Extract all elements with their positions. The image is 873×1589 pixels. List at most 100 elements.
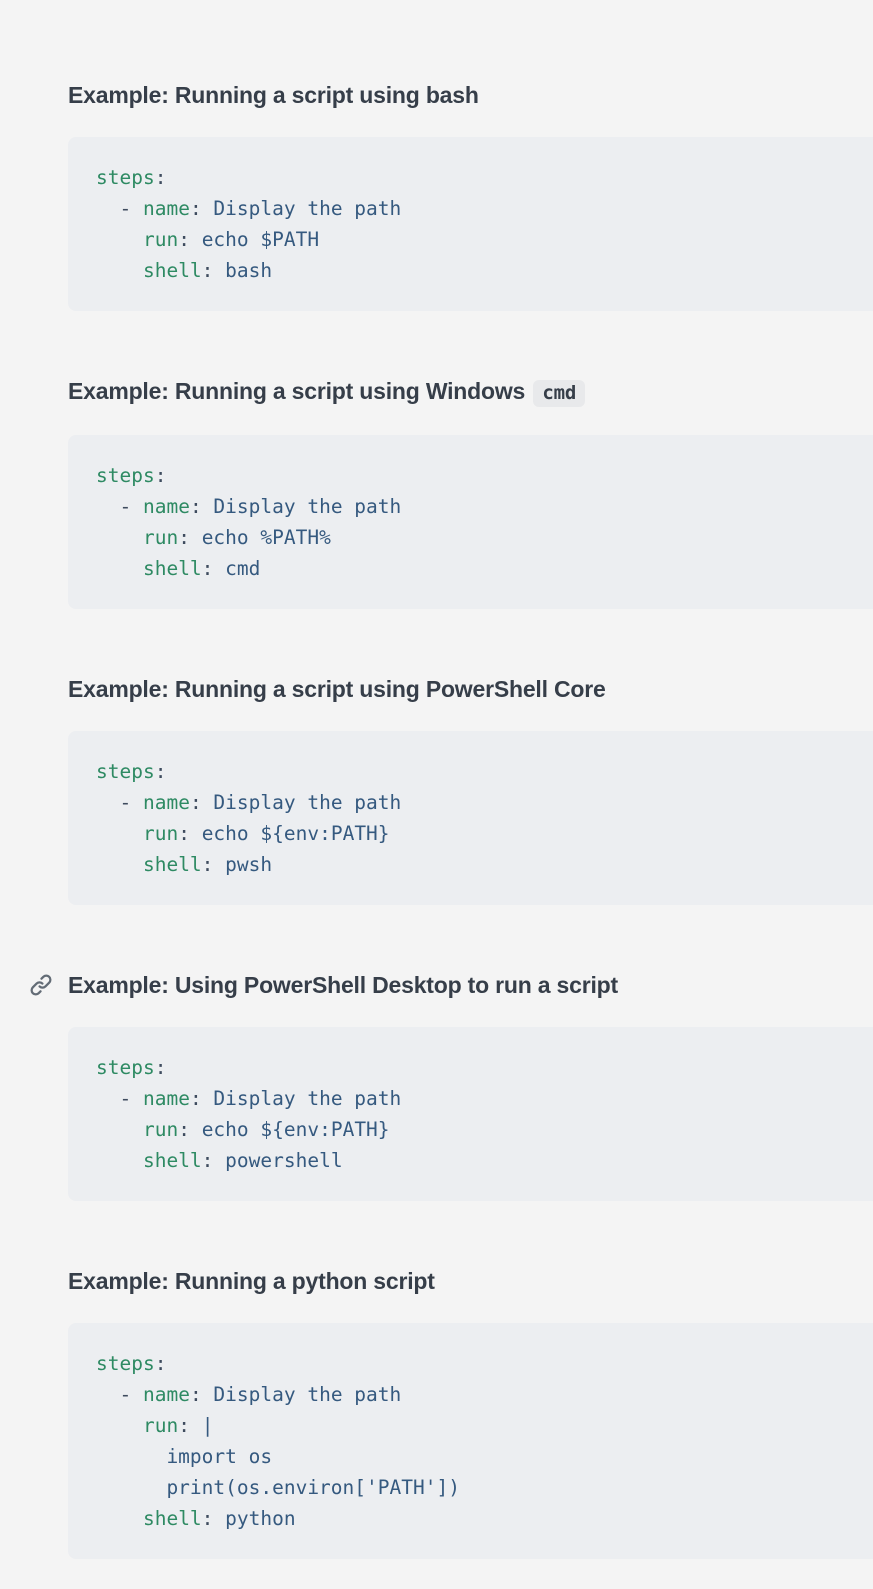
code-token: steps [96,464,155,487]
code-token: name [142,1087,190,1110]
code-token: : [189,1087,202,1110]
example-section: Example: Using PowerShell Desktop to run… [30,971,873,1201]
code-token: steps [96,166,155,189]
yaml-code-block: steps: - name: Display the path run: ech… [68,435,873,609]
inline-code: cmd [533,380,586,407]
code-token: echo $PATH [189,228,320,251]
yaml-code: steps: - name: Display the path run: ech… [96,464,401,580]
yaml-code-block: steps: - name: Display the path run: | i… [68,1323,873,1559]
example-section: Example: Running a python script steps: … [68,1267,873,1559]
code-line: steps: [96,464,166,487]
code-token: : [154,1352,167,1375]
section-heading-text: Example: Running a script using PowerShe… [68,676,606,702]
code-token: Display the path [201,1383,402,1406]
code-token: : [178,1118,190,1141]
code-token: Display the path [201,791,402,814]
code-line: run: | [96,1414,213,1437]
section-heading-text: Example: Running a script using bash [68,82,479,108]
section-heading-text: Example: Running a script using Windows … [68,378,586,407]
link-icon[interactable] [29,973,53,997]
code-token: Display the path [201,197,402,220]
section-heading-text: Example: Running a python script [68,1268,435,1294]
yaml-code: steps: - name: Display the path run: ech… [96,166,401,282]
code-token: run [142,1414,179,1437]
code-token [96,1414,143,1437]
code-token: : [189,495,202,518]
heading-text-run: Example: Running a script using bash [68,82,479,108]
code-line: - name: Display the path [96,791,401,814]
heading-text-run: Example: Running a script using Windows [68,378,532,404]
code-token: shell [142,853,202,876]
code-token [96,853,143,876]
code-token: bash [213,259,273,282]
code-token: : [201,1149,214,1172]
code-token: cmd [213,557,261,580]
code-line: import os [96,1445,272,1468]
code-token: - [96,791,143,814]
section-heading: Example: Running a script using Windows … [68,377,873,407]
code-line: run: echo ${env:PATH} [96,822,390,845]
code-line: run: echo ${env:PATH} [96,1118,390,1141]
code-token: : [154,1056,167,1079]
code-token: run [142,822,179,845]
yaml-code: steps: - name: Display the path run: ech… [96,1056,401,1172]
code-token: name [142,495,190,518]
code-token: echo %PATH% [189,526,331,549]
code-token: steps [96,760,155,783]
code-token: print(os.environ['PATH']) [96,1476,460,1499]
section-heading: Example: Running a script using PowerShe… [68,675,873,703]
code-line: steps: [96,166,166,189]
code-token: Display the path [201,1087,402,1110]
yaml-code-block: steps: - name: Display the path run: ech… [68,1027,873,1201]
code-token: name [142,197,190,220]
code-token: steps [96,1056,155,1079]
code-token: : [154,166,167,189]
code-token: - [96,197,143,220]
code-token [96,228,143,251]
code-token: : [201,557,214,580]
code-line: - name: Display the path [96,495,401,518]
code-token: run [142,1118,179,1141]
code-token: shell [142,1149,202,1172]
code-token: echo ${env:PATH} [189,1118,390,1141]
code-token: import os [96,1445,273,1468]
code-token: Display the path [201,495,402,518]
code-line: steps: [96,760,166,783]
code-token: shell [142,1507,202,1530]
code-token: - [96,495,143,518]
code-token [96,557,143,580]
code-line: steps: [96,1056,166,1079]
code-line: shell: pwsh [96,853,272,876]
code-token [96,822,143,845]
code-token: : [189,197,202,220]
code-token: : [201,1507,214,1530]
heading-text-run: Example: Running a script using PowerShe… [68,676,606,702]
code-token: : [178,822,190,845]
code-token: - [96,1383,143,1406]
code-token: - [96,1087,143,1110]
section-heading-text: Example: Using PowerShell Desktop to run… [68,972,618,998]
code-token: run [142,526,179,549]
code-token: name [142,1383,190,1406]
code-token [96,1507,143,1530]
code-token: pwsh [213,853,273,876]
code-token: : [201,853,214,876]
code-token: : [178,228,190,251]
code-token: python [213,1507,296,1530]
code-line: shell: powershell [96,1149,343,1172]
code-token: : [178,1414,190,1437]
code-token: : [189,791,202,814]
heading-text-run: Example: Using PowerShell Desktop to run… [68,972,618,998]
code-token [96,1149,143,1172]
code-line: run: echo %PATH% [96,526,331,549]
code-line: print(os.environ['PATH']) [96,1476,460,1499]
code-line: steps: [96,1352,166,1375]
code-line: run: echo $PATH [96,228,319,251]
section-heading: Example: Running a script using bash [68,81,873,109]
code-token: name [142,791,190,814]
code-token: | [189,1414,214,1437]
example-section: Example: Running a script using PowerShe… [68,675,873,905]
code-token [96,1118,143,1141]
heading-text-run: Example: Running a python script [68,1268,435,1294]
